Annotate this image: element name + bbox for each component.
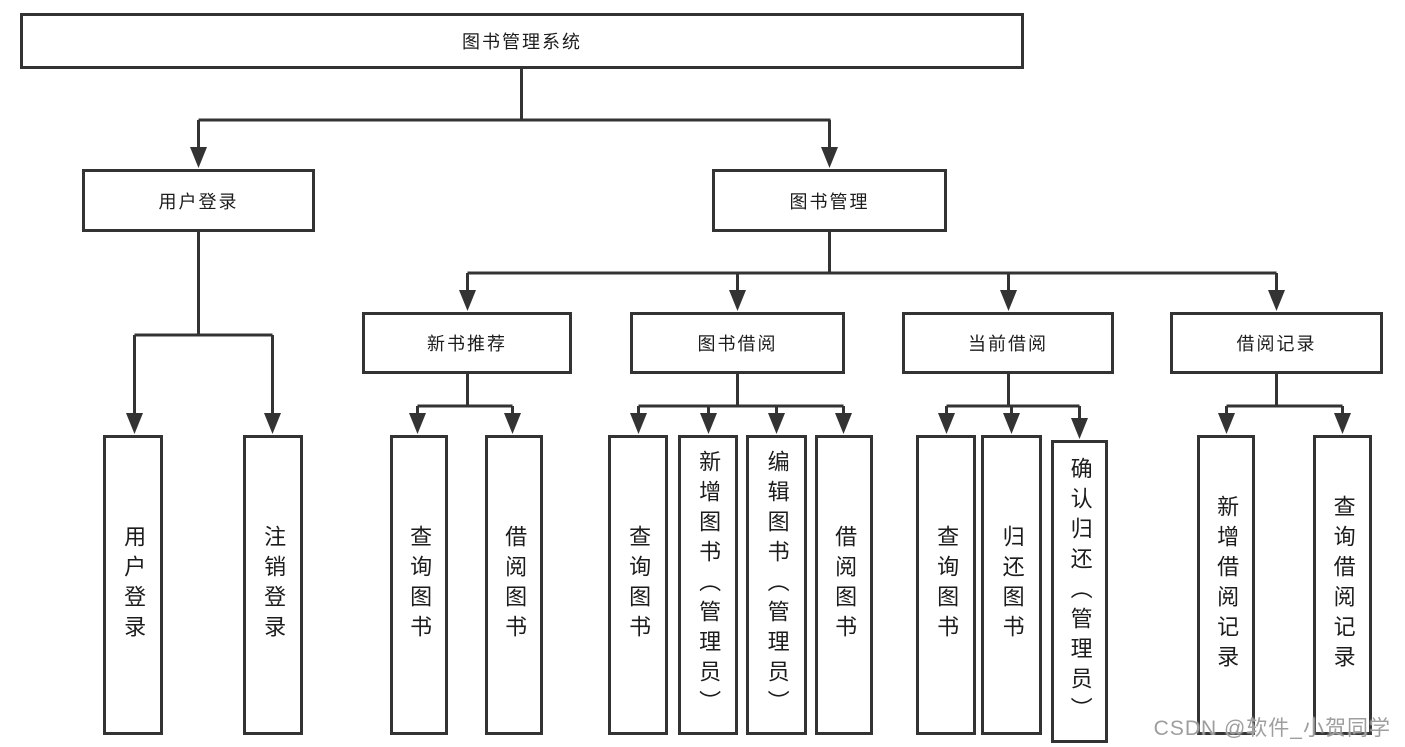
- arrow-down-icon: [630, 413, 647, 434]
- arrow-down-icon: [1218, 413, 1235, 434]
- arrow-down-icon: [729, 290, 746, 311]
- node-label: 图书管理系统: [462, 32, 582, 52]
- arrow-down-icon: [835, 413, 852, 434]
- node-label: 确认归还（管理员）: [1067, 456, 1093, 727]
- arrow-down-icon: [1334, 413, 1351, 434]
- arrow-down-icon: [126, 413, 143, 434]
- node-leaf-confirm-return-admin: 确认归还（管理员）: [1051, 440, 1108, 743]
- arrow-down-icon: [504, 413, 521, 434]
- node-leaf-add-book-admin: 新增图书（管理员）: [678, 435, 738, 735]
- node-leaf-query-books-bb: 查询图书: [608, 435, 668, 735]
- arrow-down-icon: [1268, 290, 1285, 311]
- node-label: 借阅图书: [832, 525, 858, 645]
- node-leaf-add-borrow-record: 新增借阅记录: [1197, 435, 1255, 735]
- node-label: 用户登录: [121, 525, 147, 645]
- node-label: 图书借阅: [697, 334, 778, 354]
- node-library-management-system: 图书管理系统: [20, 13, 1024, 69]
- node-new-book-recommendation: 新书推荐: [362, 312, 572, 374]
- node-borrowing-records: 借阅记录: [1170, 312, 1383, 374]
- arrow-down-icon: [1000, 290, 1017, 311]
- node-label: 新增借阅记录: [1214, 495, 1240, 675]
- arrow-down-icon: [768, 413, 785, 434]
- node-leaf-borrow-books-bb: 借阅图书: [815, 435, 873, 735]
- node-label: 查询图书: [934, 525, 960, 645]
- node-leaf-query-books-nbr: 查询图书: [390, 435, 448, 735]
- node-label: 新书推荐: [427, 334, 507, 354]
- arrow-down-icon: [700, 413, 717, 434]
- node-leaf-return-books: 归还图书: [981, 435, 1042, 735]
- arrow-down-icon: [190, 147, 207, 168]
- node-label: 用户登录: [158, 191, 239, 212]
- node-book-management-branch: 图书管理: [712, 169, 947, 232]
- node-leaf-query-books-cb: 查询图书: [916, 435, 976, 735]
- node-label: 查询图书: [626, 525, 652, 645]
- node-user-login-branch: 用户登录: [82, 169, 315, 232]
- node-leaf-borrow-books-nbr: 借阅图书: [485, 435, 543, 735]
- node-label: 查询借阅记录: [1330, 495, 1356, 675]
- connector-path: [133, 66, 1344, 420]
- node-label: 查询图书: [407, 525, 433, 645]
- arrow-down-icon: [459, 290, 476, 311]
- node-label: 当前借阅: [968, 334, 1048, 354]
- arrow-down-icon: [1071, 418, 1088, 439]
- arrow-down-icon: [821, 147, 838, 168]
- node-leaf-logout: 注销登录: [243, 435, 303, 735]
- node-label: 归还图书: [999, 525, 1025, 645]
- arrow-down-icon: [938, 413, 955, 434]
- node-label: 借阅图书: [502, 525, 528, 645]
- node-leaf-edit-book-admin: 编辑图书（管理员）: [746, 435, 807, 735]
- node-book-borrowing: 图书借阅: [630, 312, 845, 374]
- arrow-down-icon: [1003, 413, 1020, 434]
- node-leaf-query-borrow-record: 查询借阅记录: [1313, 435, 1372, 735]
- arrow-down-icon: [264, 413, 281, 434]
- arrow-down-icon: [409, 413, 426, 434]
- watermark: CSDN @软件_小贺同学: [1153, 717, 1391, 740]
- node-label: 新增图书（管理员）: [696, 450, 722, 720]
- node-current-borrowing: 当前借阅: [902, 312, 1114, 374]
- node-label: 借阅记录: [1236, 334, 1317, 354]
- node-leaf-user-login: 用户登录: [103, 435, 163, 735]
- node-label: 注销登录: [261, 525, 287, 645]
- node-label: 图书管理: [789, 191, 870, 212]
- node-label: 编辑图书（管理员）: [764, 450, 790, 720]
